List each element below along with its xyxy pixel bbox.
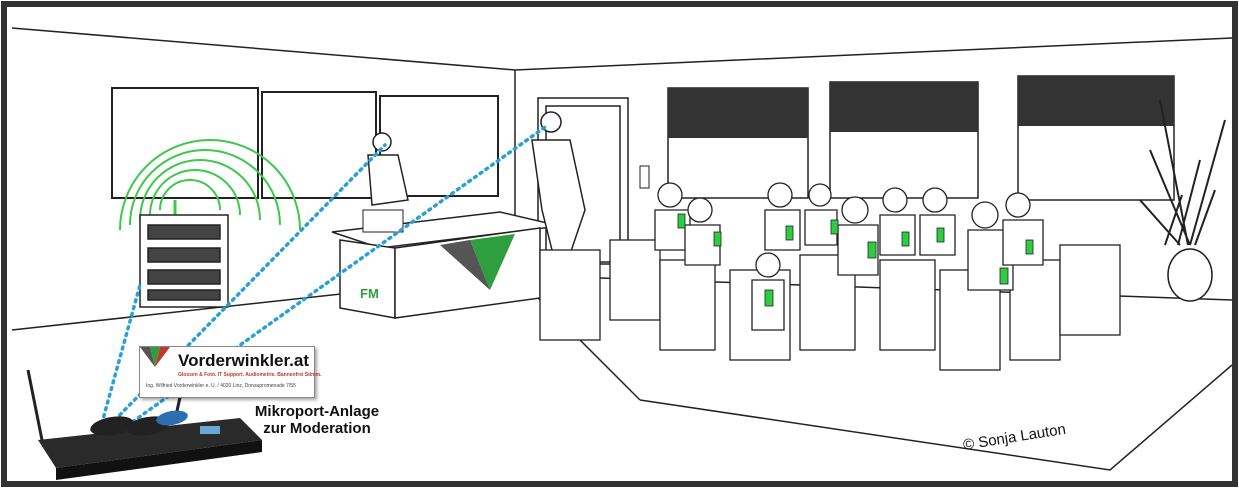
logo-tagline: Glossen & Foto. IT Support. Audiometrie.… (178, 372, 321, 378)
caption-line-2: zur Moderation (232, 420, 402, 437)
logo-mark-icon (140, 347, 170, 373)
device-caption: Mikroport-Anlage zur Moderation (232, 403, 402, 437)
logo-address: Ing. Wilfried Vorderwinkler e. U. / 4020… (146, 383, 296, 389)
whiteboards (112, 88, 498, 198)
company-logo-card: Vorderwinkler.at Glossen & Foto. IT Supp… (139, 346, 315, 398)
window-blind-icon (668, 76, 1174, 200)
laptop-icon (363, 210, 403, 232)
caption-line-1: Mikroport-Anlage (232, 403, 402, 420)
light-switch-icon (640, 166, 649, 188)
logo-title: Vorderwinkler.at (178, 351, 309, 371)
desk-fm-label: FM (360, 286, 379, 301)
rack-icon (140, 215, 228, 307)
